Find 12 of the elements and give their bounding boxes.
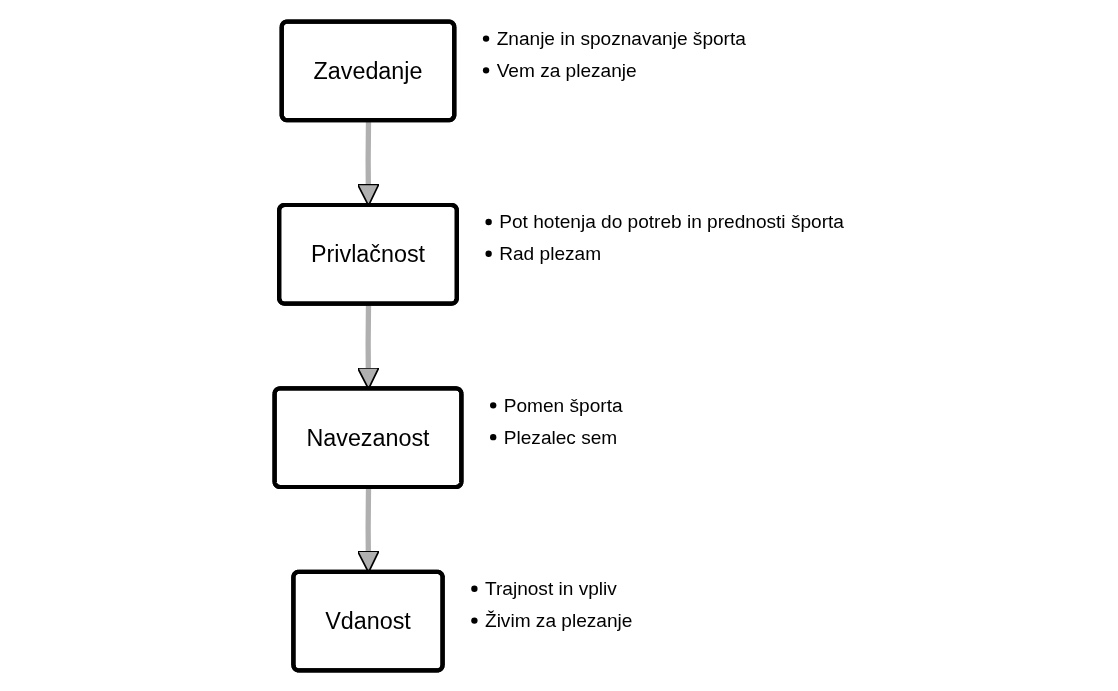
bullet-text: Plezalec sem bbox=[503, 426, 618, 448]
stage-box: Navezanost bbox=[272, 385, 464, 489]
stage-box: Vdanost bbox=[291, 569, 445, 672]
bullet-text: Znanje in spoznavanje športa bbox=[496, 27, 746, 49]
bullet-text: Živim za plezanje bbox=[484, 609, 633, 631]
bullet-text: Pomen športa bbox=[503, 394, 623, 416]
bullet-text: Trajnost in vpliv bbox=[484, 577, 617, 599]
stage-box: Privlačnost bbox=[276, 202, 459, 306]
stage-box: Zavedanje bbox=[279, 19, 457, 122]
bullet-text: Pot hotenja do potreb in prednosti športa bbox=[499, 210, 844, 232]
bullet-text: Vem za plezanje bbox=[496, 59, 637, 81]
bullet-text: Rad plezam bbox=[499, 242, 601, 264]
